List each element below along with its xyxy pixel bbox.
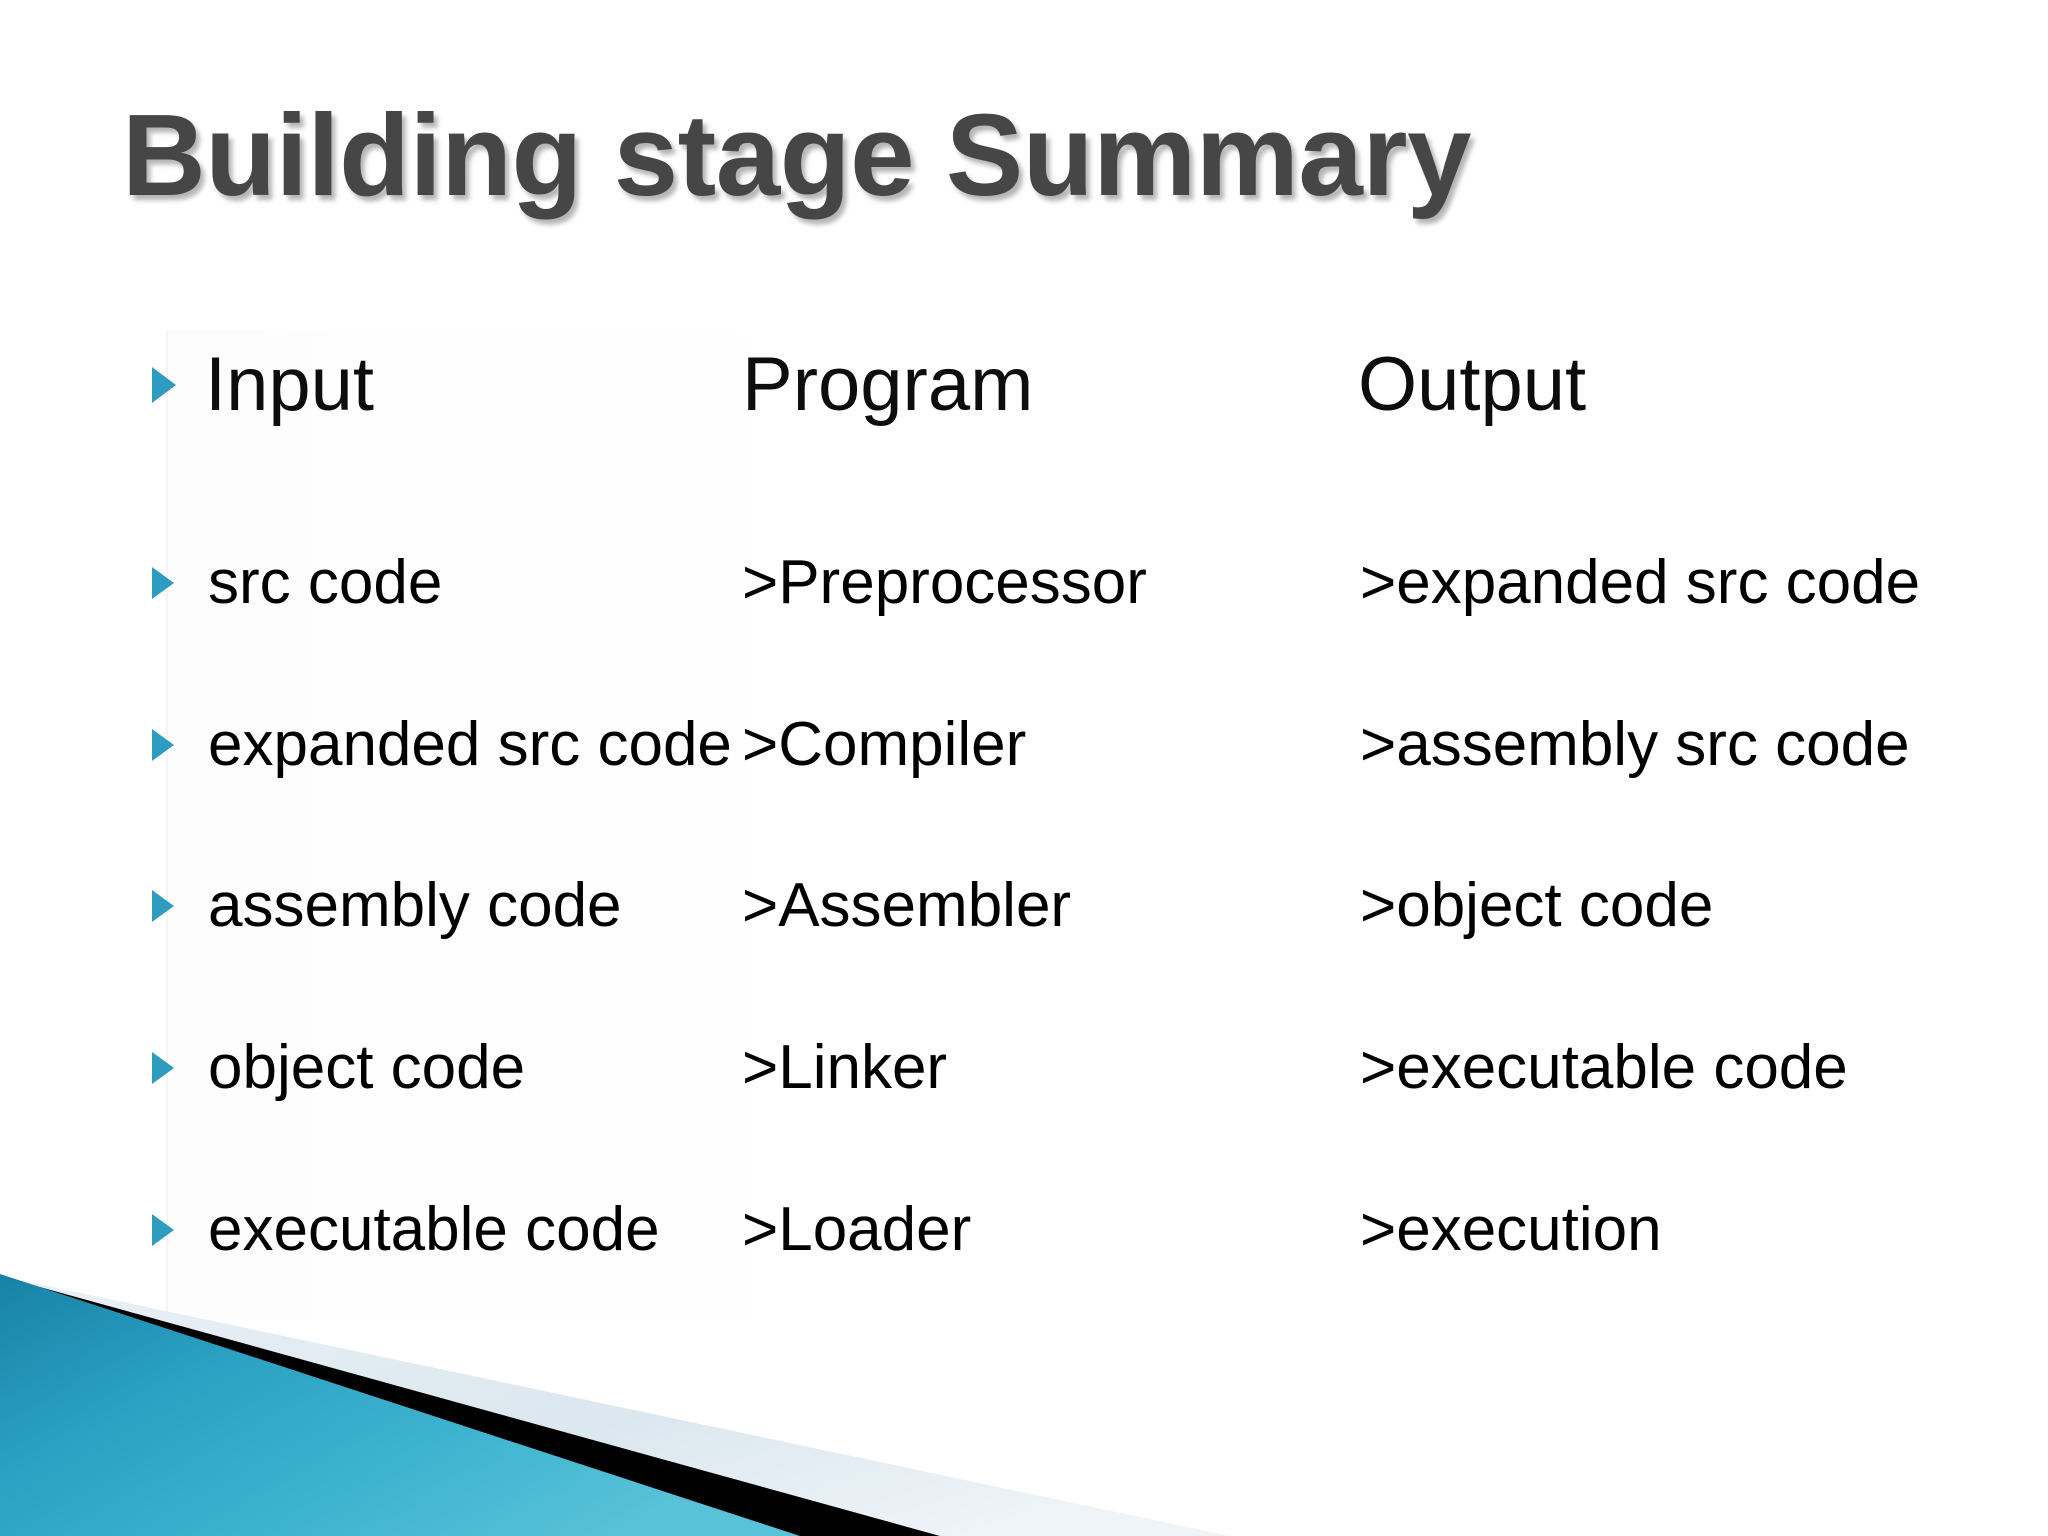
table-row: assembly code >Assembler >object code bbox=[0, 858, 2048, 954]
triangle-right-icon bbox=[152, 729, 174, 761]
table-row: src code >Preprocessor >expanded src cod… bbox=[0, 535, 2048, 631]
triangle-right-icon bbox=[152, 1052, 174, 1084]
cell-output: >executable code bbox=[1360, 1033, 1848, 1102]
page-title: Building stage Summary bbox=[122, 90, 1472, 220]
column-header-output: Output bbox=[1358, 342, 1587, 427]
cell-program: >Assembler bbox=[742, 871, 1072, 940]
table-header-row: Input Program Output bbox=[0, 330, 2048, 440]
cell-input: expanded src code bbox=[208, 710, 732, 779]
triangle-right-icon bbox=[152, 1214, 174, 1246]
triangle-right-icon bbox=[152, 567, 174, 599]
cell-input: assembly code bbox=[208, 871, 622, 940]
cell-program: >Loader bbox=[742, 1195, 972, 1264]
cell-output: >object code bbox=[1360, 871, 1714, 940]
triangle-right-icon bbox=[152, 890, 174, 922]
cell-input: object code bbox=[208, 1033, 526, 1102]
cell-program: >Linker bbox=[742, 1033, 948, 1102]
table-row: object code >Linker >executable code bbox=[0, 1020, 2048, 1116]
cell-input: src code bbox=[208, 548, 443, 617]
cell-input: executable code bbox=[208, 1195, 660, 1264]
cell-program: >Compiler bbox=[742, 710, 1027, 779]
table-row: expanded src code >Compiler >assembly sr… bbox=[0, 697, 2048, 793]
cell-output: >expanded src code bbox=[1360, 548, 1921, 617]
triangle-right-icon bbox=[152, 367, 176, 403]
cell-program: >Preprocessor bbox=[742, 548, 1147, 617]
column-header-input: Input bbox=[205, 342, 375, 427]
cell-output: >assembly src code bbox=[1360, 710, 1910, 779]
cell-output: >execution bbox=[1360, 1195, 1662, 1264]
table-row: executable code >Loader >execution bbox=[0, 1182, 2048, 1278]
column-header-program: Program bbox=[742, 342, 1034, 427]
content-plate bbox=[166, 330, 1978, 1320]
